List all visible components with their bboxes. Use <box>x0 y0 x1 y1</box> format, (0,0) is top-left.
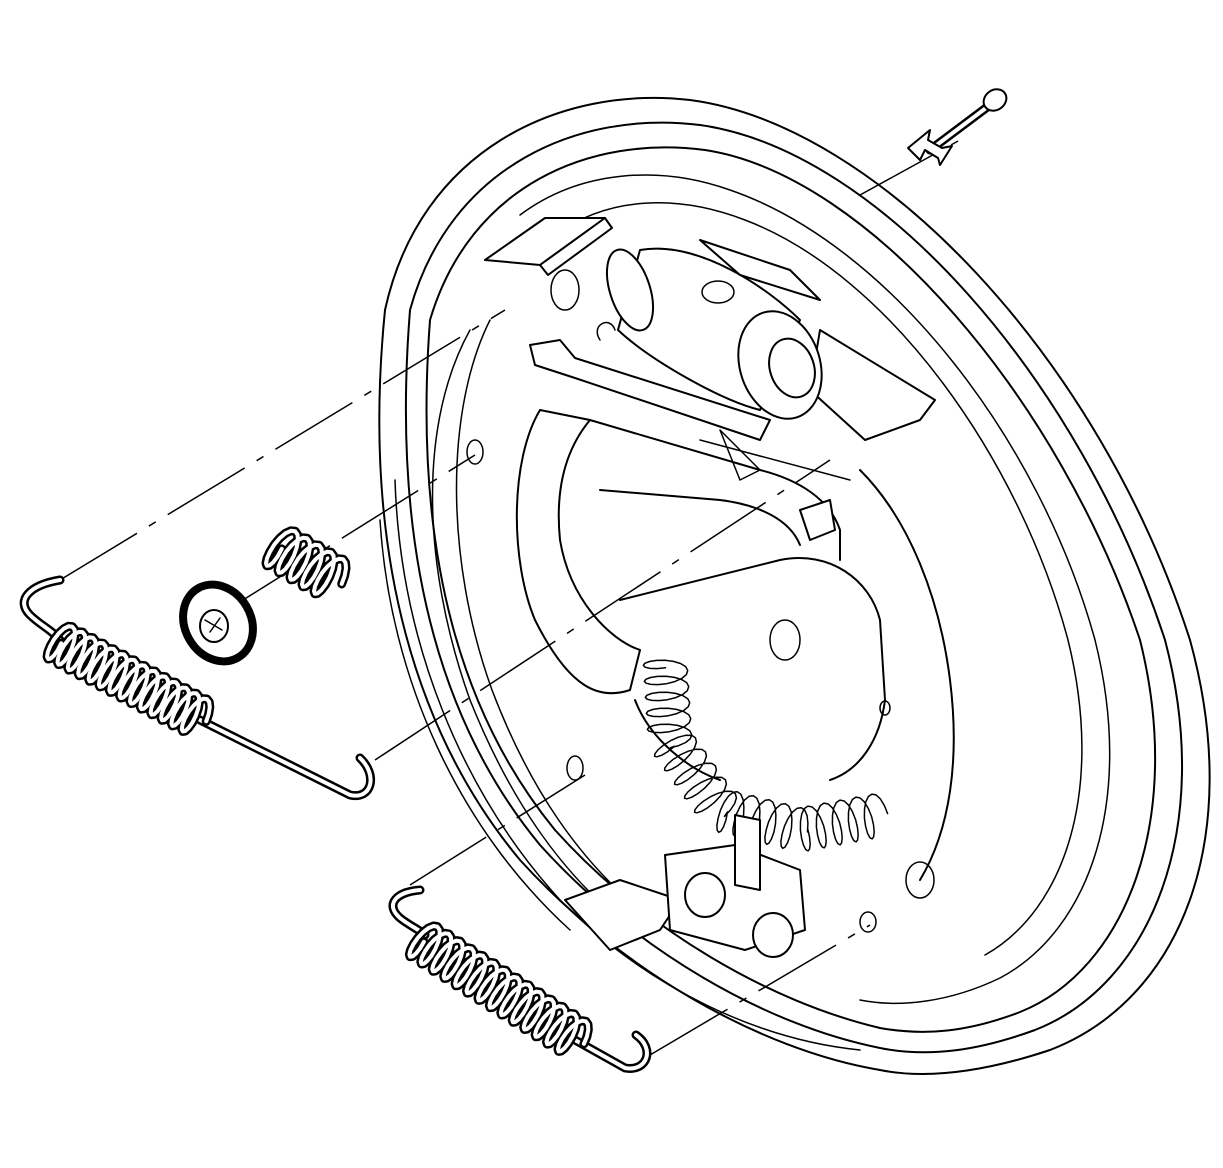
brake-shoe-assembly <box>466 217 955 951</box>
centerlines <box>59 139 961 1056</box>
double-headed-arrow-icon <box>907 129 953 166</box>
adjuster-link <box>529 321 851 481</box>
wheel-cylinder <box>605 239 823 420</box>
anchor-block <box>664 814 806 958</box>
adjuster-spring <box>642 659 889 852</box>
lower-return-spring <box>388 885 652 1073</box>
hold-down-spring <box>261 526 351 599</box>
backing-plate-drum <box>378 96 1211 1075</box>
hold-down-retainer <box>179 580 257 666</box>
hold-down-pin <box>925 88 1008 155</box>
upper-return-spring <box>19 575 375 801</box>
